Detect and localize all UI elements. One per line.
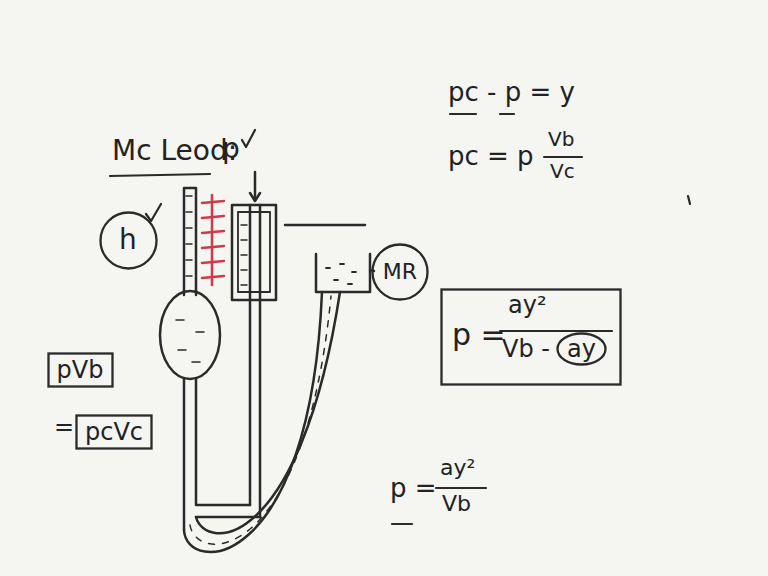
stray-mark: [688, 196, 690, 204]
gauge-glass: [160, 172, 374, 552]
formula-text: Mc Leod:: [112, 136, 237, 167]
outline: [442, 290, 621, 385]
check-mark: [146, 204, 161, 221]
fraction-bar: [544, 156, 582, 158]
boxed-term: pcVc: [75, 414, 153, 450]
annotations: [110, 114, 690, 524]
formula-text: =: [54, 414, 74, 440]
outline: [372, 244, 427, 299]
stem-tube: [196, 378, 250, 505]
underline: [392, 523, 412, 525]
boxed-term: pVb: [47, 352, 114, 388]
formula-text: Vc: [550, 160, 575, 182]
formula-text: pc = p: [448, 142, 534, 171]
reference-tube: [196, 205, 260, 517]
node-text: Vb -: [502, 336, 550, 362]
underline: [110, 174, 210, 176]
formula-text: ay²: [440, 456, 475, 480]
node-text: ay²: [508, 292, 547, 318]
formula-text: p =: [390, 474, 437, 503]
outline: [76, 415, 151, 448]
check-mark: [242, 130, 255, 147]
arrow-head: [250, 193, 260, 201]
circled-term: ay: [556, 332, 607, 366]
red-scale: [202, 195, 224, 285]
scale-line: [211, 195, 214, 285]
scale-frame: [238, 212, 270, 292]
formula-text: pc - p = y: [448, 78, 575, 107]
pressure-arrow: [254, 172, 257, 200]
formula-text: p: [222, 134, 240, 165]
mercury-marks: [176, 196, 204, 362]
circled-label: MR: [371, 243, 429, 301]
underline: [450, 113, 514, 115]
mercury-reservoir: [316, 254, 370, 292]
stem-tube: [183, 378, 186, 530]
outline: [100, 212, 156, 268]
outline: [48, 353, 112, 386]
scale-ticks: [202, 201, 224, 278]
vacuum-line: [285, 224, 365, 227]
reference-tube: [249, 205, 252, 505]
node-text: ay: [567, 336, 596, 362]
scale-marks: [241, 225, 247, 285]
scale-frame: [232, 205, 276, 300]
formula-text: Vb: [548, 128, 574, 150]
boxed-formula: p =ay² Vb - ay: [440, 288, 622, 386]
mercury-fill: [190, 296, 331, 544]
bulb: [160, 291, 220, 379]
node-text: pVb: [57, 357, 104, 383]
fraction-bar: [500, 330, 612, 332]
capillary-tube: [184, 188, 196, 295]
hose: [196, 292, 340, 533]
circled-symbol: h: [99, 211, 158, 270]
node-text: MR: [383, 260, 417, 284]
node-text: h: [119, 225, 137, 256]
formula-text: Vb: [442, 492, 471, 516]
fraction-bar: [436, 487, 486, 489]
outline: [557, 334, 605, 365]
mercury-dots: [326, 264, 356, 284]
node-text: p =: [452, 318, 506, 351]
hose: [184, 292, 322, 552]
node-text: pcVc: [85, 419, 143, 445]
